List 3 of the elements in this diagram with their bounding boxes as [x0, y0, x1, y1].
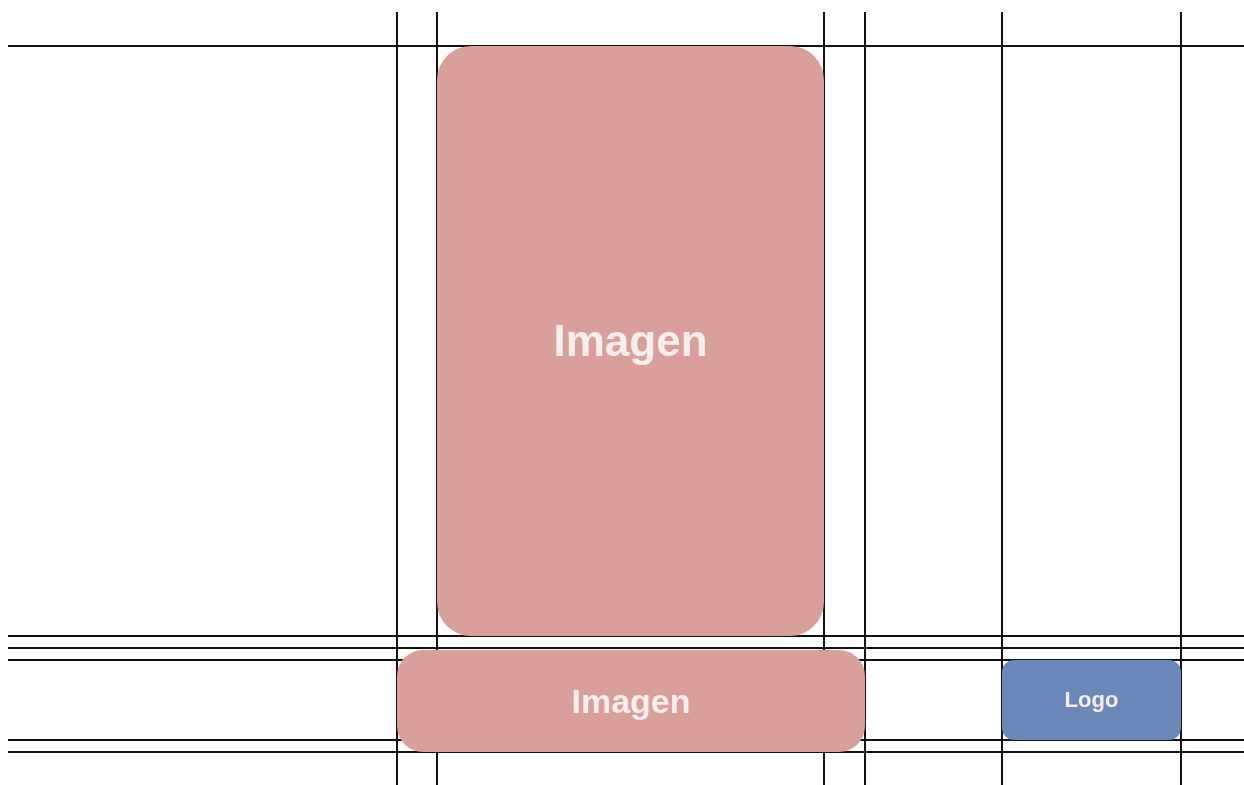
- placeholder-box: Imagen: [397, 650, 865, 752]
- placeholder-box: Imagen: [437, 46, 824, 636]
- placeholder-box: Logo: [1002, 660, 1181, 740]
